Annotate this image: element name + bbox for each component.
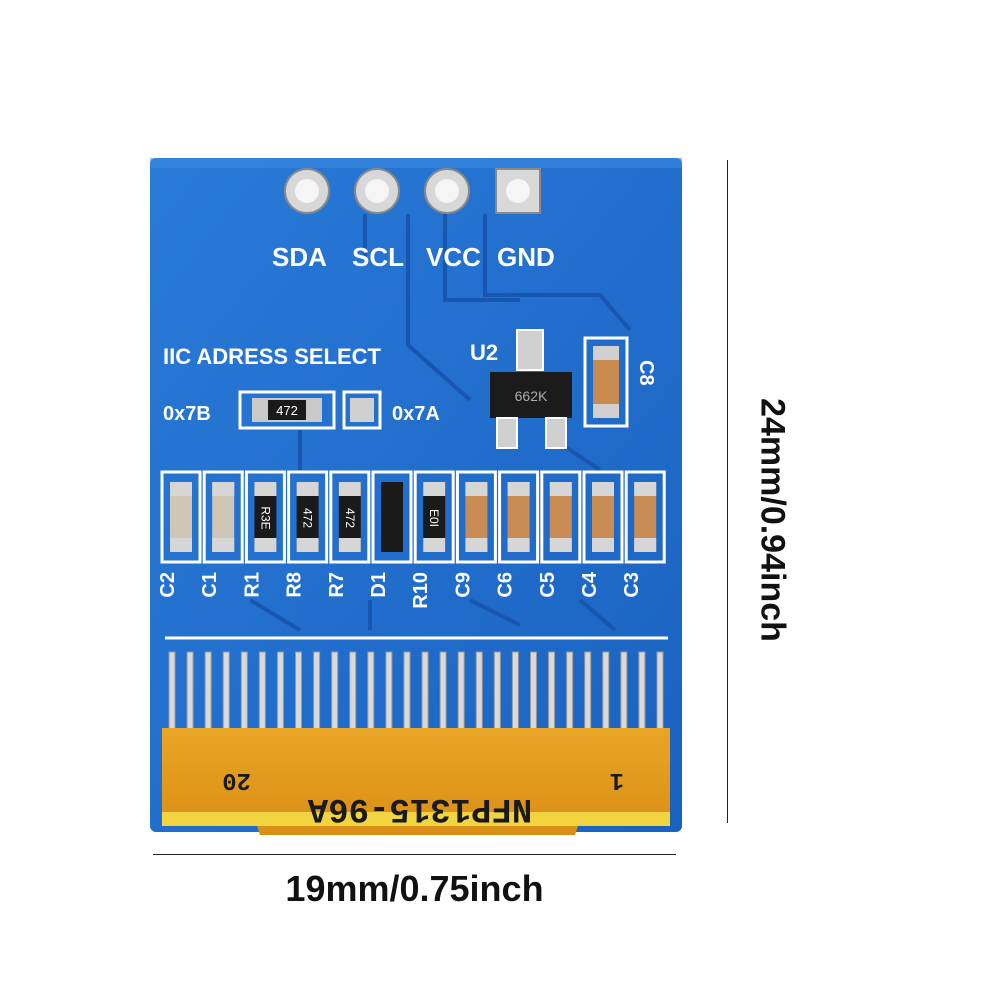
component-label-r8: R8 bbox=[284, 572, 306, 598]
pin-label-vcc: VCC bbox=[426, 242, 481, 272]
flex-pin bbox=[367, 651, 375, 733]
component-label-c9: C9 bbox=[452, 572, 474, 598]
component-label-c6: C6 bbox=[495, 572, 517, 598]
flex-pin bbox=[258, 651, 266, 733]
address-select-area: IIC ADRESS SELECT 0x7B 0x7A 472 bbox=[163, 344, 440, 430]
regulator-u2: U2 662K bbox=[470, 329, 572, 449]
flex-pin bbox=[421, 651, 429, 733]
flex-pin bbox=[602, 651, 610, 733]
component-label-c4: C4 bbox=[579, 571, 601, 597]
component-label-c1: C1 bbox=[199, 572, 221, 598]
component-label-c3: C3 bbox=[621, 572, 643, 598]
component-marking-r8: 472 bbox=[301, 508, 315, 528]
width-dimension-line bbox=[153, 854, 676, 855]
flex-pin bbox=[313, 651, 321, 733]
component-r10: E0I R10 bbox=[410, 470, 455, 609]
flex-pin bbox=[276, 651, 284, 733]
address-select-title: IIC ADRESS SELECT bbox=[163, 344, 382, 369]
capacitor-c8: C8 bbox=[583, 336, 657, 428]
flex-pin bbox=[566, 651, 574, 733]
flex-marking: NFP1315-96A bbox=[307, 789, 532, 827]
flex-pin bbox=[620, 651, 628, 733]
component-marking-r1: R3E bbox=[258, 506, 272, 529]
pin-label-scl: SCL bbox=[352, 242, 404, 272]
flex-pin bbox=[403, 651, 411, 733]
flex-pin bbox=[295, 651, 303, 733]
flex-pin bbox=[349, 651, 357, 733]
header-pads bbox=[284, 168, 541, 214]
height-dimension-label: 24mm/0.94inch bbox=[753, 398, 792, 642]
component-label-r1: R1 bbox=[241, 572, 263, 598]
component-marking-r7: 472 bbox=[343, 508, 357, 528]
pin-label-sda: SDA bbox=[272, 242, 327, 272]
pin-pad-sda bbox=[284, 168, 330, 214]
component-label-r10: R10 bbox=[410, 572, 432, 609]
component-label-c5: C5 bbox=[537, 572, 559, 598]
flex-pin bbox=[385, 651, 393, 733]
flex-pin bbox=[511, 651, 519, 733]
flex-pin bbox=[204, 651, 212, 733]
component-label-r7: R7 bbox=[326, 572, 348, 598]
flex-pin bbox=[584, 651, 592, 733]
flex-pin bbox=[638, 651, 646, 733]
flex-pin-20: 20 bbox=[222, 766, 251, 793]
flex-pin bbox=[240, 651, 248, 733]
pin-pad-gnd bbox=[495, 168, 541, 214]
address-resistor-marking: 472 bbox=[276, 403, 298, 418]
flex-pin bbox=[475, 651, 483, 733]
component-c2: C2 bbox=[157, 470, 202, 598]
flex-pin bbox=[186, 651, 194, 733]
component-marking-r10: E0I bbox=[427, 509, 441, 527]
flex-pin bbox=[548, 651, 556, 733]
flex-pin-1: 1 bbox=[610, 766, 624, 793]
component-c6: C6 bbox=[495, 470, 540, 598]
flex-pin bbox=[656, 651, 664, 733]
pin-pad-vcc bbox=[424, 168, 470, 214]
address-label-0x7b: 0x7B bbox=[163, 403, 211, 425]
c8-label: C8 bbox=[635, 360, 657, 386]
component-c4: C4 bbox=[579, 470, 624, 598]
flex-pin bbox=[493, 651, 501, 733]
flex-pin bbox=[457, 651, 465, 733]
component-d1: D1 bbox=[368, 470, 413, 598]
width-dimension-label: 19mm/0.75inch bbox=[285, 868, 544, 909]
component-label-c2: C2 bbox=[157, 572, 179, 598]
pin-pad-scl bbox=[354, 168, 400, 214]
u2-marking: 662K bbox=[515, 388, 548, 404]
height-dimension-line bbox=[727, 160, 728, 823]
flex-pin bbox=[529, 651, 537, 733]
flex-pin bbox=[439, 651, 447, 733]
component-c5: C5 bbox=[537, 470, 582, 598]
address-label-0x7a: 0x7A bbox=[392, 403, 440, 425]
component-r1: R3E R1 bbox=[241, 470, 286, 598]
flex-cable: NFP1315-96A 20 1 bbox=[162, 728, 670, 835]
component-c1: C1 bbox=[199, 470, 244, 598]
flex-pin bbox=[331, 651, 339, 733]
address-resistor: 472 bbox=[252, 398, 322, 422]
component-c3: C3 bbox=[621, 470, 666, 598]
u2-label: U2 bbox=[470, 340, 498, 365]
flex-pin bbox=[168, 651, 176, 733]
flex-pin bbox=[222, 651, 230, 733]
component-c9: C9 bbox=[452, 470, 497, 598]
component-label-d1: D1 bbox=[368, 572, 390, 598]
pin-label-gnd: GND bbox=[497, 242, 555, 272]
